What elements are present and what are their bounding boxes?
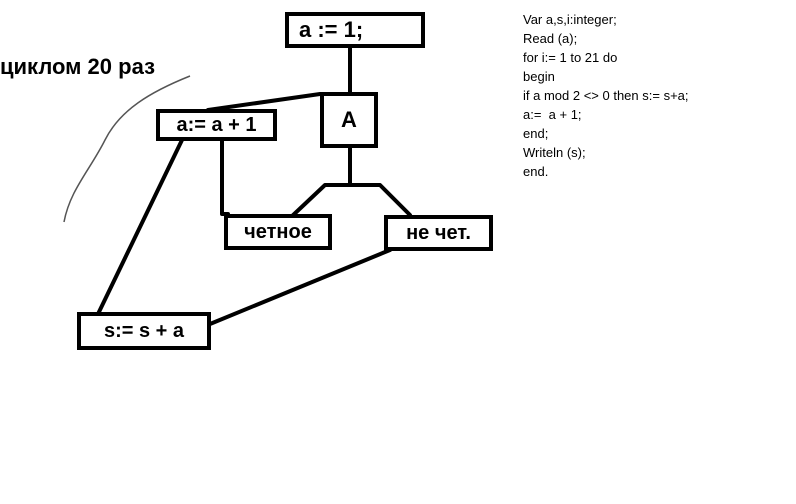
line-branch-left [288,183,352,220]
init-node-text: a := 1; [299,17,364,42]
even-node-text: четное [244,220,312,243]
code-line: Var a,s,i:integer; [523,12,617,27]
code-line: end. [523,164,549,179]
increment-node-text: a:= a + 1 [176,113,257,136]
code-line: begin [523,69,555,84]
line-condition-to-increment [206,92,322,112]
odd-node: не чет. [384,215,493,251]
line-odd-to-sum [208,248,392,326]
line-increment-to-sum [96,138,184,316]
sum-node-text: s:= s + a [103,319,185,342]
loop-count-label: циклом 20 раз [0,54,156,79]
init-node: a := 1; [285,12,425,48]
condition-node: A [320,92,378,148]
increment-node: a:= a + 1 [156,109,277,141]
code-line: if a mod 2 <> 0 then s:= s+a; [523,88,689,103]
pascal-code-listing: Var a,s,i:integer; Read (a); for i:= 1 t… [523,10,689,181]
line-branch-right [348,183,412,217]
odd-node-text: не чет. [406,221,471,244]
code-line: for i:= 1 to 21 do [523,50,618,65]
sum-node: s:= s + a [77,312,211,350]
code-line: Read (a); [523,31,578,46]
condition-node-text: A [341,107,357,132]
code-line: end; [523,126,549,141]
loop-curve-stroke [63,75,191,223]
line-increment-to-even [220,136,230,216]
even-node: четное [224,214,332,250]
code-line: Writeln (s); [523,145,586,160]
code-line: a:= a + 1; [523,107,582,122]
